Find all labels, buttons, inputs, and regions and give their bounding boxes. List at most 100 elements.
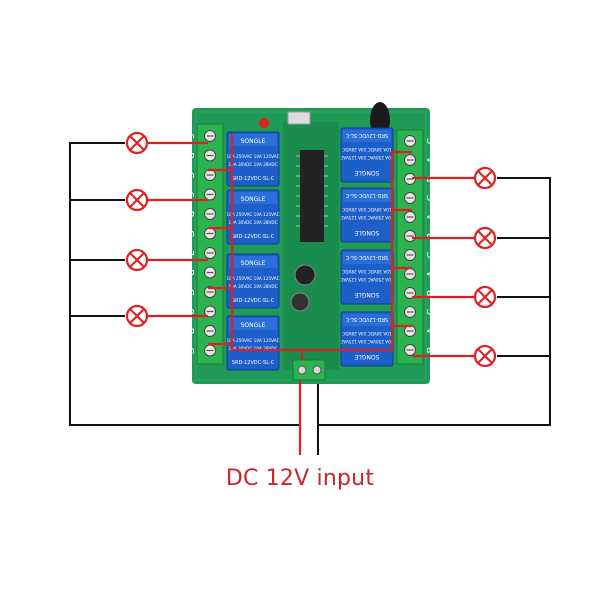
relay-rating: 10A 30VDC 10A 28VDC [228,220,277,225]
terminal-label: B [426,232,437,239]
terminal-screw [204,188,216,201]
terminal-screw [204,247,216,259]
terminal-screw [404,211,416,223]
relay-brand: SONGLE [354,291,379,298]
terminal-label: B [426,289,437,296]
terminal-screw [404,249,416,261]
terminal-label: C [426,137,437,144]
decoder-ic [300,150,324,242]
terminal-label: 7 [184,250,195,256]
relay-model: SRD-12VDC-SL-C [232,360,275,366]
relay-model: SRD-12VDC-SL-C [232,234,275,240]
lamp-icon [125,188,149,212]
terminal-screw [204,149,216,162]
capacitor [294,264,316,286]
relay-rating: 10A 30VDC 10A 28VDC [342,331,391,336]
terminal-screw [204,305,216,318]
terminal-label: B [184,152,195,159]
dc-input-caption: DC 12V input [225,466,375,491]
relay-brand: SONGLE [241,138,266,145]
terminal-screw [204,344,216,357]
terminal-label: C [184,347,195,354]
relay-brand: SONGLE [241,196,266,203]
learn-button [287,111,311,125]
terminal-screw [404,344,416,356]
relay-model: SRD-12VDC-SL-C [345,316,388,322]
terminal-screw [204,208,216,220]
relay-rating: 10A 250VAC 10A 125VAC [340,155,393,160]
relay-rating: 10A 30VDC 10A 28VDC [342,147,391,152]
relay-rating: 10A 250VAC 10A 125VAC [227,212,280,217]
lamp-icon [125,131,149,155]
relay: SONGLE 10A 250VAC 10A 125VAC 10A 30VDC 10A… [340,311,394,367]
relay: SONGLE 10A 250VAC 10A 125VAC 10A 30VDC 10A… [226,253,280,309]
terminal-label: C [426,194,437,201]
terminal-label: C [426,251,437,258]
terminal-screw [404,306,416,318]
relay-rating: 10A 30VDC 10A 28VDC [342,269,391,274]
led-indicator [259,118,269,128]
black-wires [69,142,551,455]
terminal-label: C [184,172,195,179]
relay-brand: SONGLE [354,229,379,236]
relay-rating: 10A 250VAC 10A 125VAC [227,276,280,281]
terminal-screw [404,287,416,299]
dc-power-terminal [292,359,326,381]
terminal-screw [204,227,216,240]
lamp-icon [473,226,497,250]
relay-model: SRD-12VDC-SL-C [232,176,275,182]
terminal-label: C [184,230,195,237]
relay-brand: SONGLE [354,353,379,360]
terminal-label: 8 [184,308,195,314]
lamps [125,131,497,368]
terminal-label: B [426,346,437,353]
lamp-icon [125,304,149,328]
terminal-screw [404,325,416,337]
terminal-label: C [426,308,437,315]
relay-brand: SONGLE [354,169,379,176]
terminal-label: B [184,328,195,335]
relay-rating: 10A 250VAC 10A 125VAC [340,339,393,344]
relay-rating: 10A 30VDC 10A 28VDC [228,284,277,289]
terminal-screw [204,130,216,142]
lamp-icon [473,285,497,309]
relay-rating: 10A 250VAC 10A 125VAC [227,338,280,343]
relay: SONGLE 10A 250VAC 10A 125VAC 10A 30VDC 10A… [340,249,394,305]
capacitor [290,292,310,312]
terminal-screw [404,154,416,166]
terminal-label: A [426,270,437,277]
relay-rating: 10A 250VAC 10A 125VAC [340,277,393,282]
terminal-label: A [426,213,437,220]
relay-model: SRD-12VDC-SL-C [345,254,388,260]
relay-model: SRD-12VDC-SL-C [345,192,388,198]
relay-rating: 10A 30VDC 10A 28VDC [228,346,277,351]
terminal-screw [204,266,216,279]
terminal-label: A [426,327,437,334]
terminal-label: B [184,269,195,276]
terminal-screw [404,230,416,242]
terminal-screw [404,192,416,204]
relay-model: SRD-12VDC-SL-C [232,298,275,304]
terminal-label: 6 [184,133,195,139]
red-wires [148,134,474,455]
relay-rating: 10A 250VAC 10A 125VAC [340,215,393,220]
relay-brand: SONGLE [241,260,266,267]
relay-rating: 10A 30VDC 10A 28VDC [228,162,277,167]
terminal-screw [204,325,216,337]
relay-model: SRD-12VDC-SL-C [345,132,388,138]
relays-left: SONGLE 10A 250VAC 10A 125VAC 10A 30VDC 10A… [226,131,280,371]
relay: SONGLE 10A 250VAC 10A 125VAC 10A 30VDC 10A… [340,127,394,183]
relay: SONGLE 10A 250VAC 10A 125VAC 10A 30VDC 10A… [226,189,280,245]
terminal-screw [204,169,216,181]
relay: SONGLE 10A 250VAC 10A 125VAC 10A 30VDC 10A… [226,315,280,371]
terminal-label: B [184,211,195,218]
relay-brand: SONGLE [241,322,266,329]
terminal-screw [404,135,416,147]
lamp-icon [473,344,497,368]
lamp-icon [473,166,497,190]
lamp-icon [125,248,149,272]
